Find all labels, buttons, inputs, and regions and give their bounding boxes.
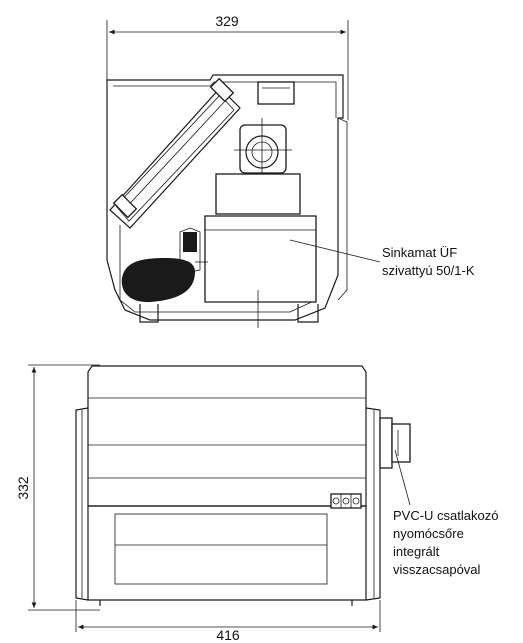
front-height-label: 332 [15, 476, 31, 500]
aco-logo [330, 493, 362, 509]
front-view: 332 [15, 364, 498, 643]
top-view: 329 [106, 13, 475, 328]
pipe-label-line3: integrált [393, 544, 440, 559]
top-feet [139, 304, 319, 323]
diagonal-panel [109, 77, 241, 229]
top-width-label: 329 [215, 13, 239, 29]
float-switch [121, 227, 208, 303]
front-housing [87, 505, 367, 601]
front-height-dimension: 332 [15, 364, 100, 611]
top-width-dimension: 329 [106, 13, 349, 120]
pipe-connector [379, 417, 411, 469]
pump-body [204, 173, 317, 328]
pipe-label-line4: visszacsapóval [393, 562, 481, 577]
top-vent-box [257, 81, 295, 105]
pump-callout: Sinkamat ÜF szivattyú 50/1-K [289, 239, 475, 278]
pipe-label-line1: PVC-U csatlakozó [393, 508, 498, 523]
pipe-callout: PVC-U csatlakozó nyomócsőre integrált vi… [393, 449, 498, 577]
pump-label-line1: Sinkamat ÜF [382, 245, 457, 260]
pipe-label-line2: nyomócsőre [393, 526, 464, 541]
pump-label-line2: szivattyú 50/1-K [382, 263, 475, 278]
front-width-label: 416 [216, 627, 240, 643]
riser-pipe [234, 118, 292, 178]
front-feet [99, 600, 353, 606]
side-flanges [75, 407, 381, 601]
front-width-dimension: 416 [75, 600, 381, 643]
front-lid [87, 365, 367, 507]
top-housing-outline [106, 74, 348, 321]
